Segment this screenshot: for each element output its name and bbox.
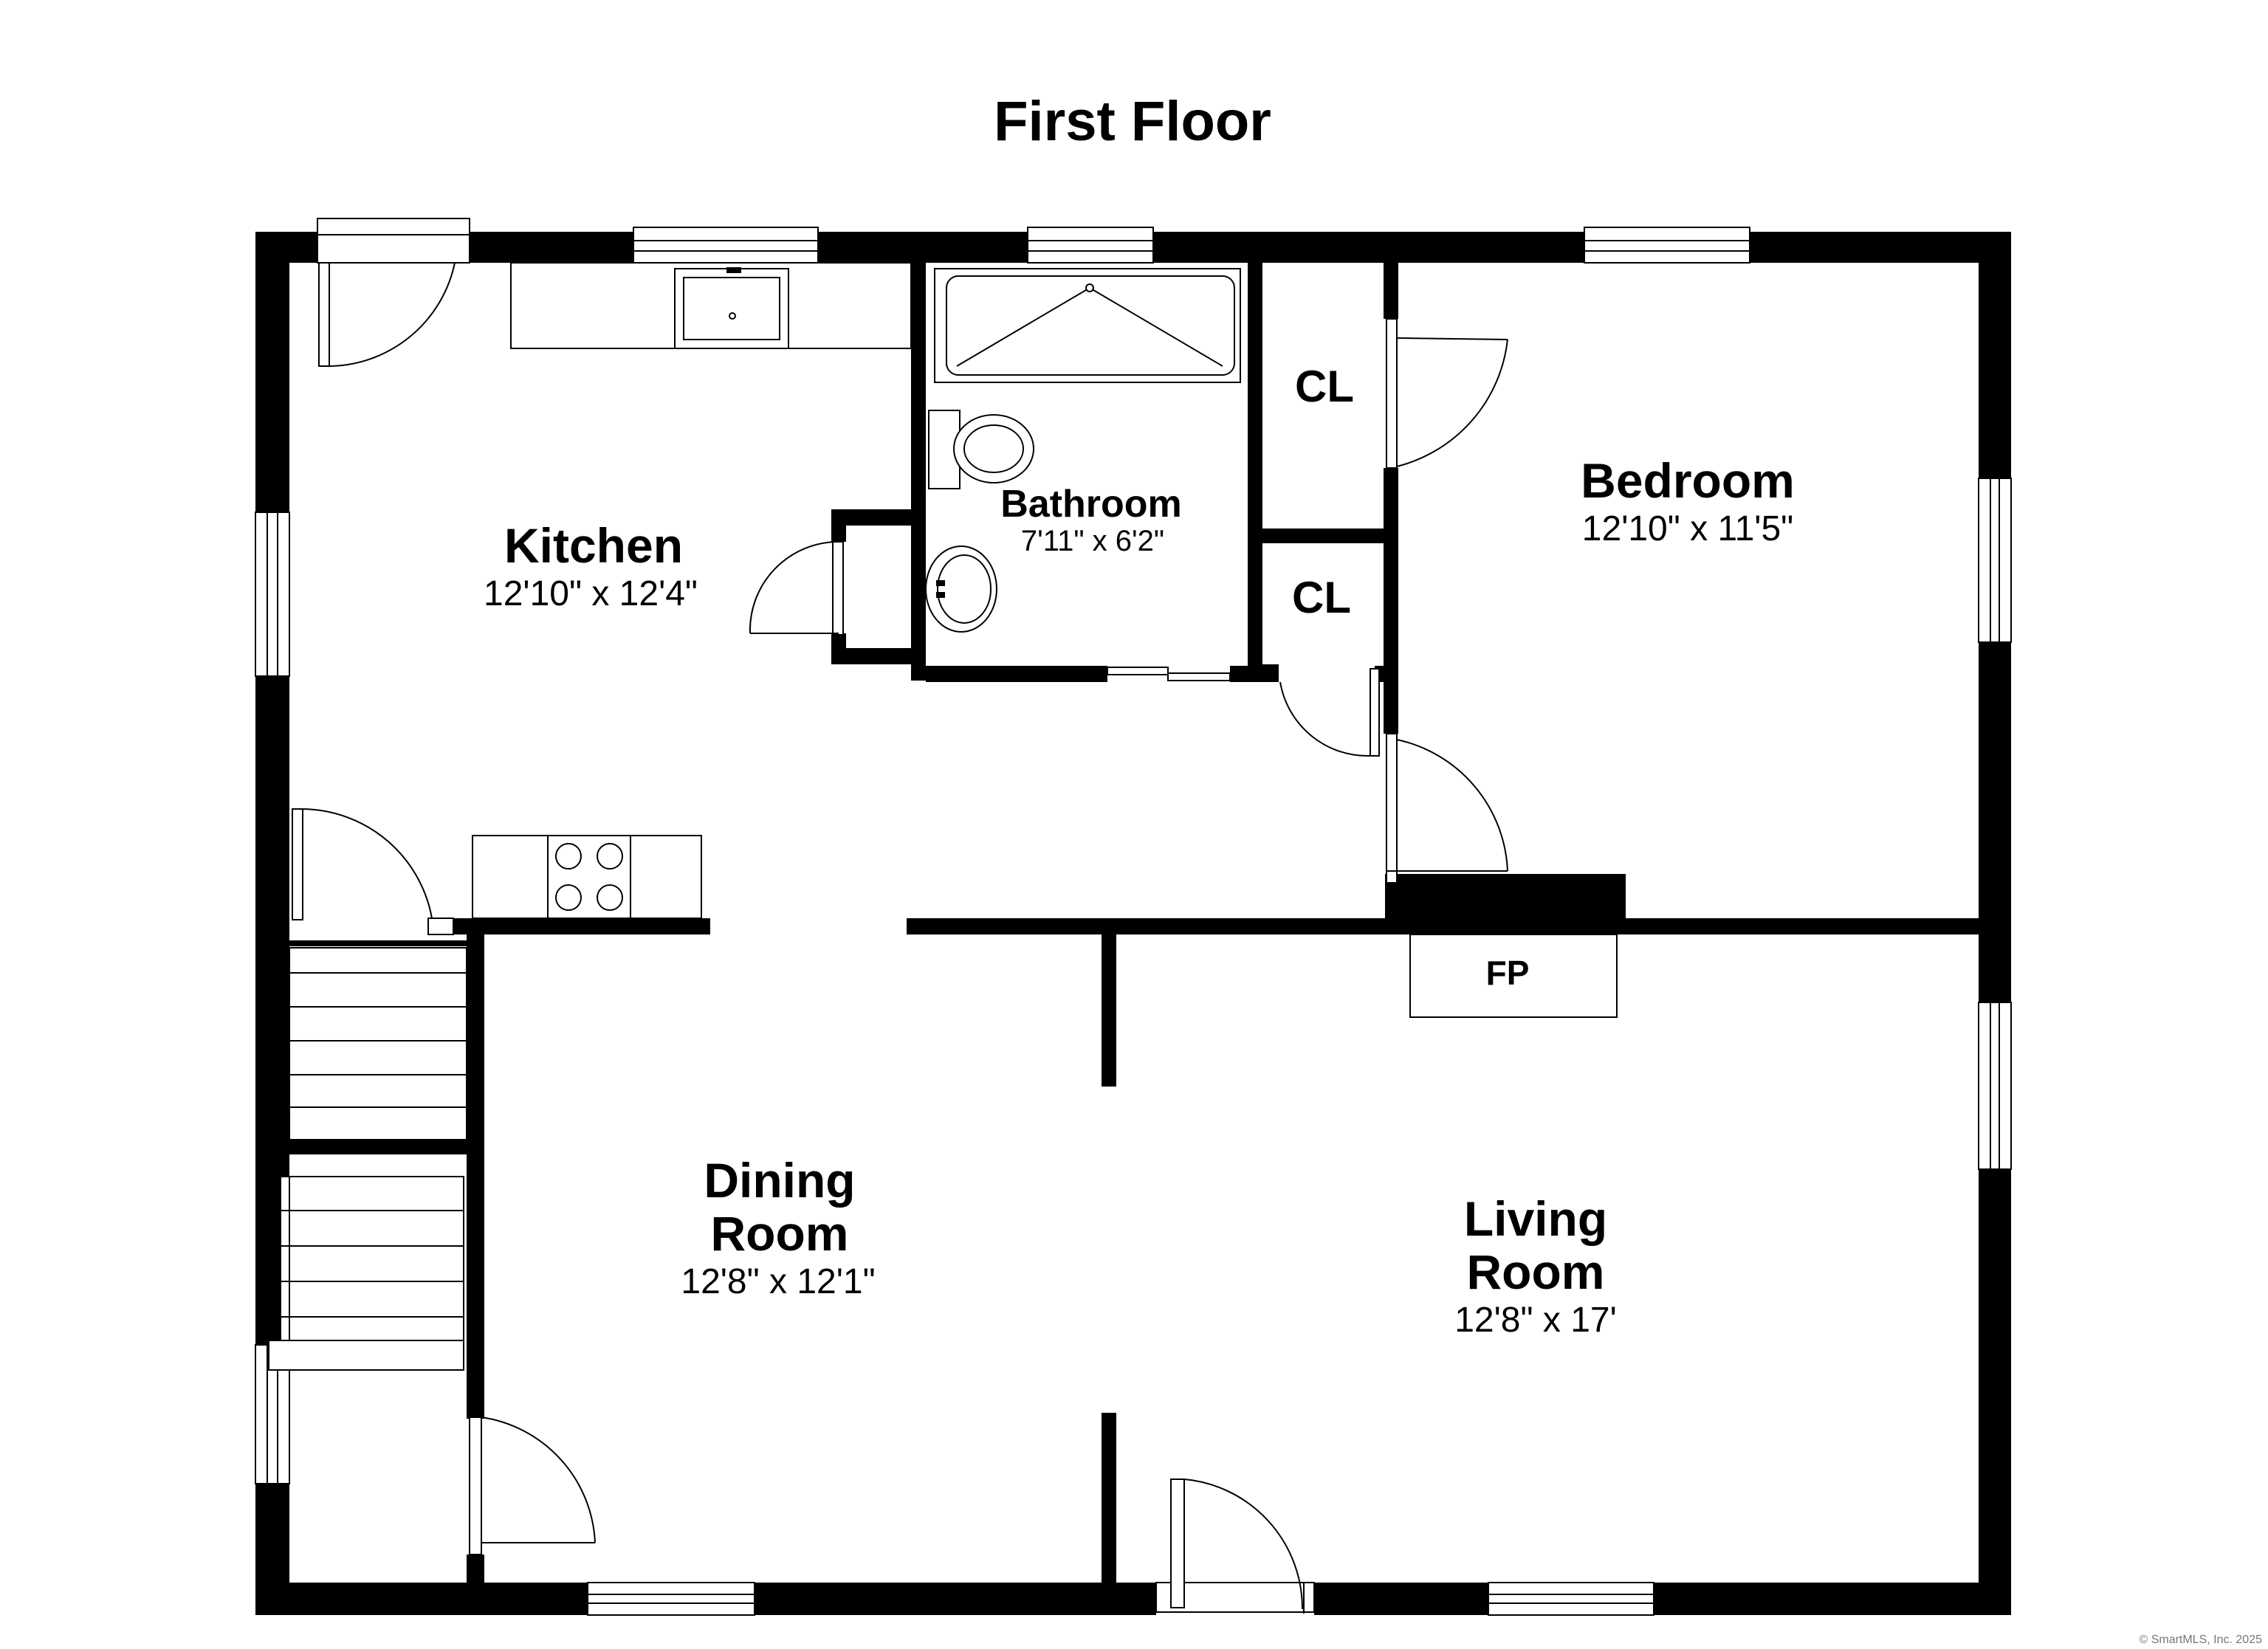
toilet: [928, 410, 1034, 489]
room-bedroom: Bedroom 12'10" x 11'5": [1581, 453, 1795, 548]
dining-dims: 12'8" x 12'1": [681, 1262, 875, 1301]
kitchen-dims: 12'10" x 12'4": [484, 574, 698, 613]
room-bathroom: Bathroom 7'11" x 6'2": [1000, 483, 1182, 557]
kitchen-stove: [472, 835, 702, 919]
closet-lower-label: CL: [1292, 573, 1351, 622]
kitchen-counter-sink: [510, 262, 912, 349]
dining-name-line2: Room: [711, 1206, 849, 1261]
interior-walls: [275, 263, 1979, 1584]
bath-sink: [925, 545, 997, 633]
fireplace: FP: [1409, 934, 1618, 1018]
windows: [255, 221, 2012, 1616]
room-living: Living Room 12'8" x 17': [1454, 1191, 1617, 1340]
room-dining: Dining Room 12'8" x 12'1": [681, 1153, 875, 1301]
floor-title: First Floor: [994, 90, 1271, 153]
dining-name-line1: Dining: [704, 1153, 855, 1208]
fireplace-label: FP: [1486, 954, 1530, 992]
living-dims: 12'8" x 17': [1454, 1301, 1617, 1340]
bathroom-name: Bathroom: [1000, 483, 1182, 526]
closet-upper-label: CL: [1295, 362, 1354, 411]
living-name-line1: Living: [1464, 1191, 1607, 1246]
stairs-upper: [289, 947, 467, 1140]
bathroom-dims: 7'11" x 6'2": [1021, 525, 1164, 557]
stairs-lower: [268, 1176, 464, 1371]
kitchen-name: Kitchen: [504, 518, 683, 573]
living-name-line2: Room: [1467, 1245, 1605, 1299]
bedroom-name: Bedroom: [1581, 453, 1795, 508]
bathtub: [934, 268, 1241, 383]
bedroom-dims: 12'10" x 11'5": [1582, 509, 1793, 548]
outer-walls: [255, 232, 2011, 1615]
room-kitchen: Kitchen 12'10" x 12'4": [484, 518, 698, 613]
doors: [292, 218, 1508, 1614]
copyright: © SmartMLS, Inc. 2025: [2139, 1633, 2262, 1646]
